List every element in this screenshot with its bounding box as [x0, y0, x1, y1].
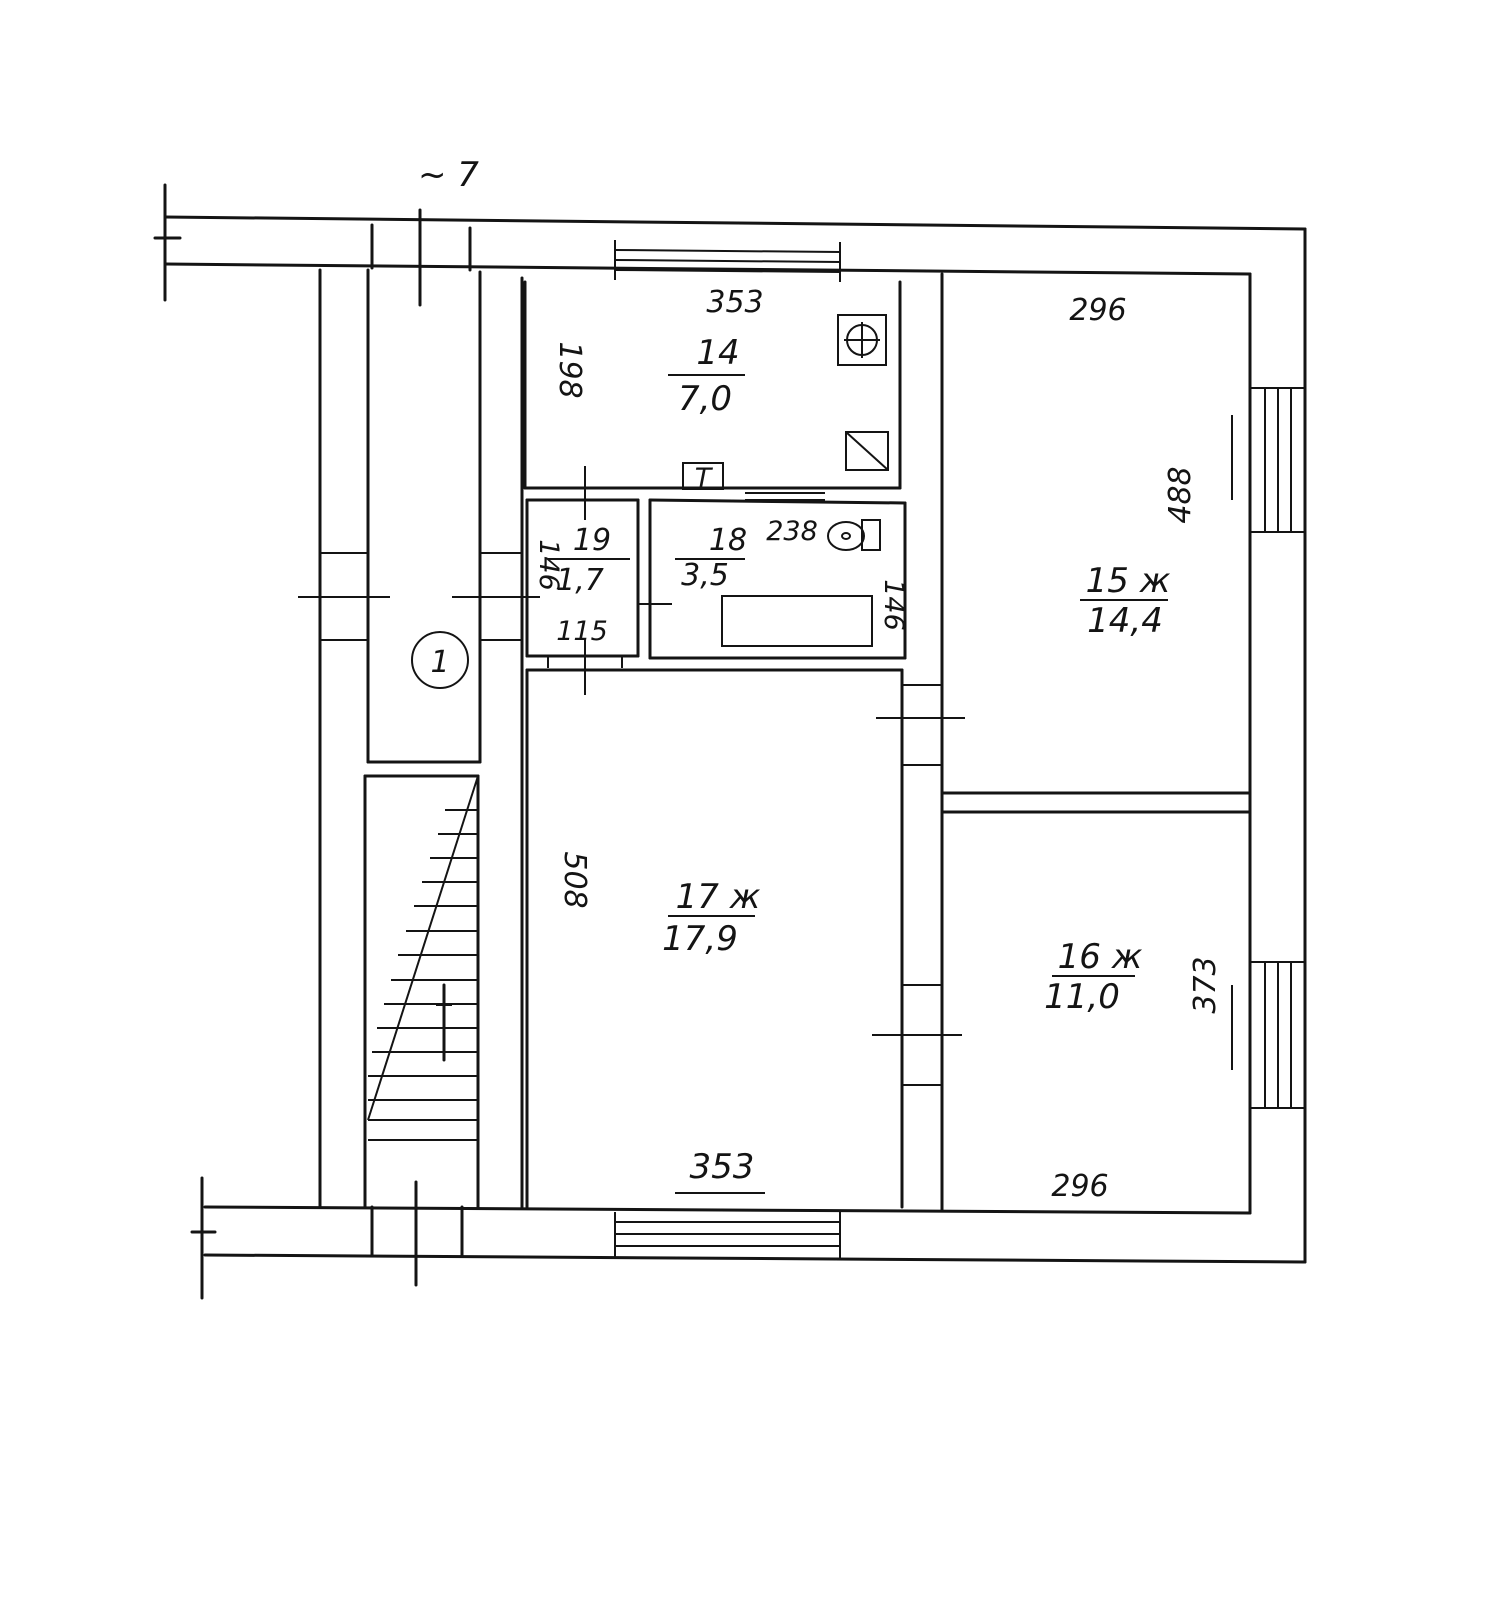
dim-r19-left: 146: [533, 539, 564, 591]
dim-r18-top: 238: [766, 516, 818, 547]
room-14-number: 14: [696, 333, 739, 373]
outer-walls: [153, 183, 1307, 1300]
dim-r14-top: 353: [706, 285, 763, 320]
dim-r14-left: 198: [552, 341, 587, 398]
room-19: [525, 466, 640, 695]
boiler-icon: [682, 462, 724, 490]
dim-r15-right: 488: [1163, 466, 1198, 523]
dim-r18-right: 146: [878, 579, 909, 631]
dim-r16-right: 373: [1188, 956, 1223, 1013]
vent-icon: [845, 431, 889, 471]
room-19-number: 19: [573, 523, 611, 558]
room-17: [525, 668, 965, 1258]
corridor-walls: [298, 270, 540, 1209]
dim-r17-left: 508: [557, 851, 592, 908]
room-14: Т: [523, 240, 902, 494]
dim-r19-bottom: 115: [556, 616, 608, 647]
room-18-area: 3,5: [681, 558, 729, 593]
boiler-label: Т: [695, 463, 714, 494]
stove-icon: [837, 314, 887, 366]
room-16-area: 11,0: [1044, 977, 1120, 1017]
bathtub-icon: [721, 595, 873, 647]
axis-label: ~ 7: [418, 155, 479, 195]
room-18-number: 18: [709, 523, 747, 558]
room-19-area: 1,7: [556, 563, 604, 598]
dim-r17-bottom: 353: [690, 1147, 755, 1187]
room-15-number: 15 ж: [1086, 561, 1171, 601]
toilet-icon: [827, 519, 881, 551]
stair-marker-circle: [411, 631, 469, 689]
dim-r16-bottom: 296: [1051, 1169, 1108, 1204]
room-17-number: 17 ж: [676, 877, 761, 917]
stair-marker: 1: [430, 645, 449, 680]
room-18: [638, 492, 907, 660]
staircase: [367, 775, 479, 1141]
room-14-area: 7,0: [678, 379, 732, 419]
labels: ~ 7 1 14 7,0 353 198 15 ж 14,4 296 488 1…: [411, 155, 1223, 1204]
room-17-area: 17,9: [662, 919, 738, 959]
room-15-area: 14,4: [1087, 601, 1163, 641]
dim-r15-top: 296: [1069, 293, 1126, 328]
rooms-15-16: [940, 272, 1305, 1212]
room-16-number: 16 ж: [1058, 937, 1143, 977]
